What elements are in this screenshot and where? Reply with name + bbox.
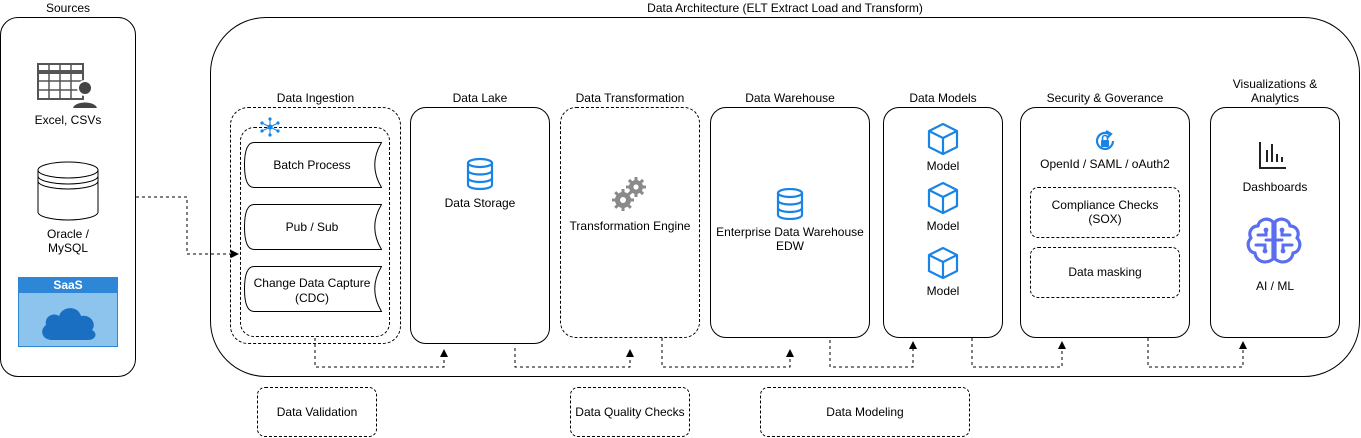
- transformation-title: Data Transformation: [575, 91, 685, 105]
- spreadsheet-user-icon: [37, 63, 99, 109]
- brain-icon: [1246, 217, 1302, 264]
- masking-label: Data masking: [1068, 265, 1142, 279]
- connector-models-security: [971, 338, 1066, 368]
- lake-title: Data Lake: [452, 91, 508, 105]
- data-validation-box: [257, 387, 377, 437]
- connector-transform-warehouse: [661, 338, 794, 368]
- data-quality-box: [570, 387, 690, 437]
- lake-box: [410, 107, 550, 344]
- connector-security-viz: [1147, 338, 1247, 368]
- warehouse-label-line2: EDW: [776, 239, 804, 253]
- cloud-icon: [42, 308, 96, 340]
- model-label-1: Model: [926, 159, 960, 173]
- models-title: Data Models: [909, 91, 977, 105]
- saas-label: SaaS: [19, 278, 117, 293]
- warehouse-label-line1: Enterprise Data Warehouse: [716, 225, 864, 239]
- cdc-shape: [244, 266, 382, 312]
- bar-chart-icon: [1259, 142, 1286, 169]
- database-icon: [466, 158, 494, 190]
- sources-panel: [0, 17, 136, 377]
- hub-icon: [260, 117, 280, 137]
- ingestion-inner-box: [240, 127, 390, 337]
- masking-box: [1030, 247, 1180, 298]
- warehouse-box: [710, 107, 870, 338]
- viz-title-line1: Visualizations &: [1232, 77, 1318, 91]
- compliance-label-line1: Compliance Checks: [1051, 198, 1159, 212]
- aiml-label: AI / ML: [1255, 279, 1294, 293]
- ingestion-outer-box: [230, 107, 401, 344]
- compliance-box: [1030, 187, 1180, 238]
- warehouse-title: Data Warehouse: [745, 91, 835, 105]
- compliance-label-line2: (SOX): [1088, 212, 1122, 226]
- connector-sources-ingestion: [136, 196, 239, 258]
- batch-process-shape: [244, 142, 382, 188]
- dashboards-label: Dashboards: [1242, 180, 1308, 194]
- model-label-3: Model: [926, 284, 960, 298]
- architecture-title: Data Architecture (ELT Extract Load and …: [647, 1, 923, 15]
- oracle-label-line2: MySQL: [47, 241, 88, 255]
- cube-icon: [927, 246, 959, 280]
- connector-ingestion-lake: [314, 338, 448, 368]
- pubsub-shape: [244, 204, 382, 250]
- sources-title: Sources: [45, 1, 91, 15]
- data-modeling-box: [760, 387, 970, 437]
- saas-tile: SaaS: [18, 277, 118, 347]
- auth-label: OpenId / SAML / oAuth2: [1040, 157, 1170, 171]
- cdc-label-line2: (CDC): [295, 291, 329, 305]
- data-validation-label: Data Validation: [276, 405, 358, 419]
- pubsub-label: Pub / Sub: [285, 220, 339, 234]
- model-label-2: Model: [926, 219, 960, 233]
- data-quality-label: Data Quality Checks: [575, 405, 685, 419]
- batch-process-label: Batch Process: [273, 158, 351, 172]
- cube-icon: [927, 181, 959, 215]
- database-cylinder-icon: [37, 161, 99, 221]
- viz-box: [1210, 107, 1340, 338]
- cube-icon: [927, 122, 959, 156]
- transformation-box: [560, 107, 700, 338]
- connector-warehouse-models: [829, 340, 917, 368]
- oracle-label-line1: Oracle /: [46, 227, 89, 241]
- security-title: Security & Goverance: [1046, 91, 1164, 105]
- ingestion-title: Data Ingestion: [276, 91, 355, 105]
- excel-label: Excel, CSVs: [34, 113, 102, 127]
- viz-title-line2: Analytics: [1250, 91, 1300, 105]
- data-modeling-label: Data Modeling: [826, 405, 904, 419]
- database-icon: [776, 188, 804, 220]
- architecture-container: [210, 17, 1360, 377]
- cdc-label-line1: Change Data Capture: [253, 276, 371, 290]
- gears-icon: [612, 177, 646, 211]
- lock-refresh-icon: [1095, 130, 1115, 150]
- transformation-label: Transformation Engine: [569, 219, 691, 233]
- lake-label: Data Storage: [444, 196, 516, 210]
